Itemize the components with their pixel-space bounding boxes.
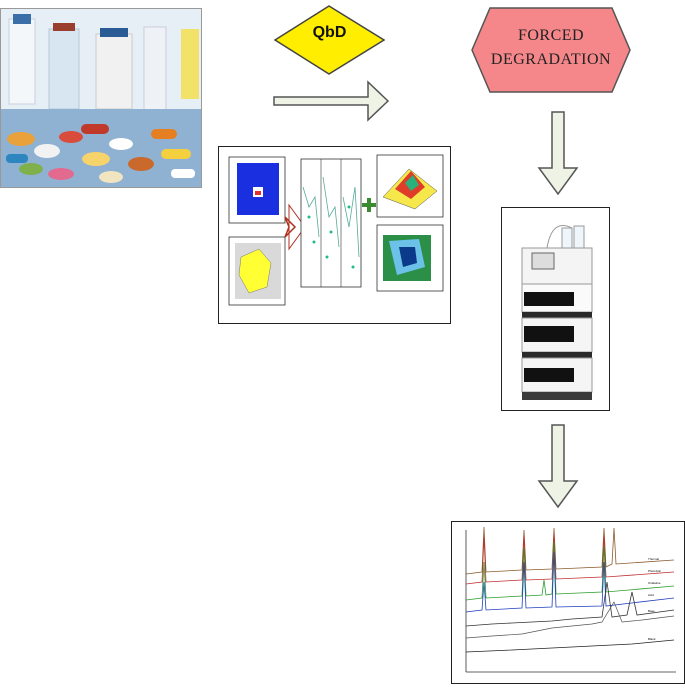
forced-degradation-hexagon xyxy=(471,7,631,93)
right-arrow xyxy=(273,80,390,122)
qbd-label: QbD xyxy=(312,24,347,41)
chromatogram-panel: Thermal Photolytic Oxidative Acid Base B… xyxy=(451,521,685,684)
forced-degradation-line2: DEGRADATION xyxy=(490,51,612,68)
down-arrow-2 xyxy=(537,424,579,509)
hplc-instrument-panel xyxy=(501,207,610,411)
qbd-diamond xyxy=(273,5,386,75)
legend-oxidative: Oxidative xyxy=(648,581,661,585)
down-arrow-1 xyxy=(537,111,579,196)
legend-acid: Acid xyxy=(648,593,654,597)
legend-blank: Blank xyxy=(648,637,656,641)
legend-base: Base xyxy=(648,609,655,613)
forced-degradation-label: FORCED DEGRADATION xyxy=(470,24,632,72)
design-of-experiments-panel xyxy=(218,146,451,324)
legend-thermal: Thermal xyxy=(648,557,659,561)
legend-photolytic: Photolytic xyxy=(648,569,662,573)
pills-photo xyxy=(0,8,202,188)
forced-degradation-line1: FORCED xyxy=(517,27,585,44)
